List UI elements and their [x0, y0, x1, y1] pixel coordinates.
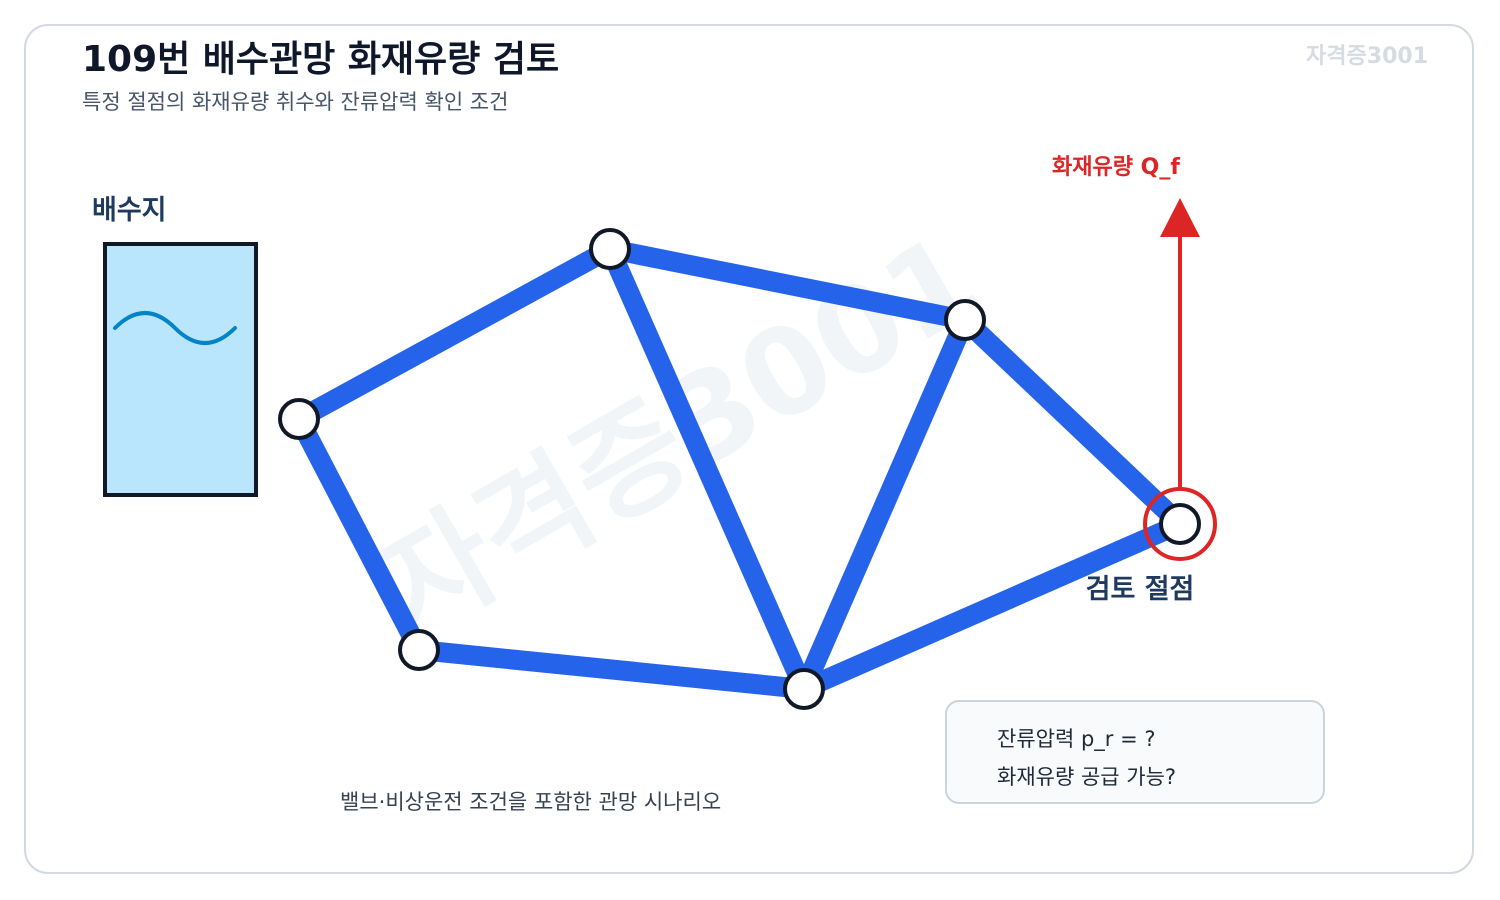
check-node-label: 검토 절점	[1086, 574, 1195, 605]
pipe-segment	[794, 310, 975, 699]
junction-node	[783, 668, 825, 710]
scenario-caption: 밸브·비상운전 조건을 포함한 관망 시나리오	[340, 790, 722, 814]
page-subtitle: 특정 절점의 화재유량 취수와 잔류압력 확인 조건	[82, 90, 509, 114]
pipe-segment	[289, 409, 429, 660]
check-node	[1159, 503, 1201, 545]
corner-watermark: 자격증3001	[1306, 44, 1428, 69]
reservoir-tank	[103, 242, 258, 497]
pipe-segment	[289, 239, 620, 429]
fire-flow-arrow	[1160, 198, 1200, 488]
fire-flow-label: 화재유량 Q_f	[1052, 155, 1180, 180]
pipe-segment	[794, 514, 1190, 699]
junction-node	[278, 398, 320, 440]
junction-node	[944, 299, 986, 341]
pipe-segment	[955, 310, 1190, 534]
residual-pressure-box: 잔류압력 p_r = ? 화재유량 공급 가능?	[945, 700, 1325, 804]
fire-flow-supply-question: 화재유량 공급 가능?	[997, 765, 1177, 789]
pipe-segment	[600, 239, 975, 330]
residual-pressure-line: 잔류압력 p_r = ?	[997, 727, 1156, 751]
water-wave-icon	[113, 311, 237, 345]
pipe-segment	[600, 239, 814, 699]
pipe-nodes	[278, 228, 1201, 710]
check-node-highlight-ring	[1143, 487, 1217, 561]
reservoir	[103, 242, 258, 497]
fire-flow-arrow-head-icon	[1160, 198, 1200, 237]
junction-node	[398, 629, 440, 671]
junction-node	[589, 228, 631, 270]
page-title: 109번 배수관망 화재유량 검토	[82, 39, 560, 80]
pipe-segment	[409, 640, 814, 699]
pipe-network	[289, 239, 1190, 699]
reservoir-label: 배수지	[92, 195, 167, 226]
